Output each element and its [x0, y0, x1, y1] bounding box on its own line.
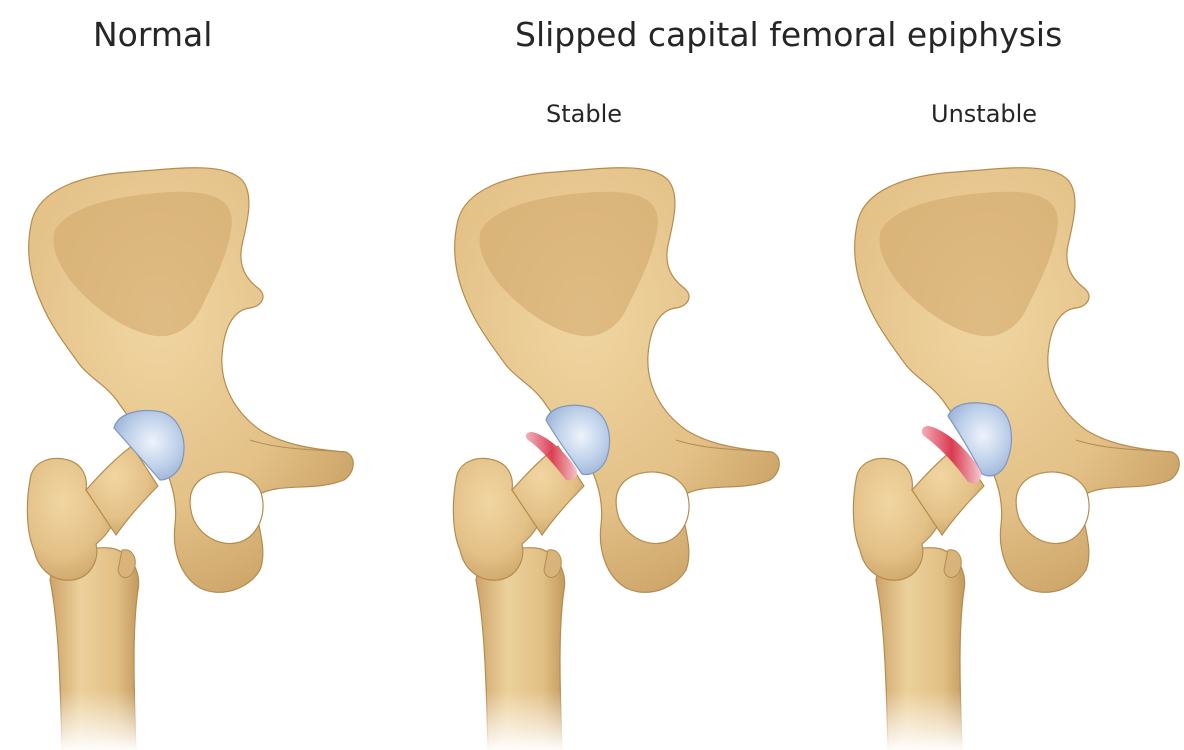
title-slipped-capital-femoral-epiphysis: Slipped capital femoral epiphysis	[515, 15, 1063, 54]
femur-bone	[452, 445, 585, 750]
hip-illustration-normal	[26, 167, 354, 750]
subtitle-unstable: Unstable	[931, 100, 1038, 128]
subtitle-stable: Stable	[546, 100, 623, 128]
femur-bone	[852, 445, 985, 750]
femoral-head-cartilage	[947, 402, 1013, 477]
hip-illustration-stable	[452, 167, 780, 750]
hip-illustration-unstable	[852, 167, 1180, 750]
femur-bone	[26, 445, 159, 750]
femoral-head-cartilage	[545, 404, 611, 476]
inflamed-growth-plate	[921, 426, 982, 484]
femoral-head-cartilage	[113, 409, 185, 481]
title-normal: Normal	[93, 15, 213, 54]
inflamed-growth-plate	[525, 432, 578, 481]
